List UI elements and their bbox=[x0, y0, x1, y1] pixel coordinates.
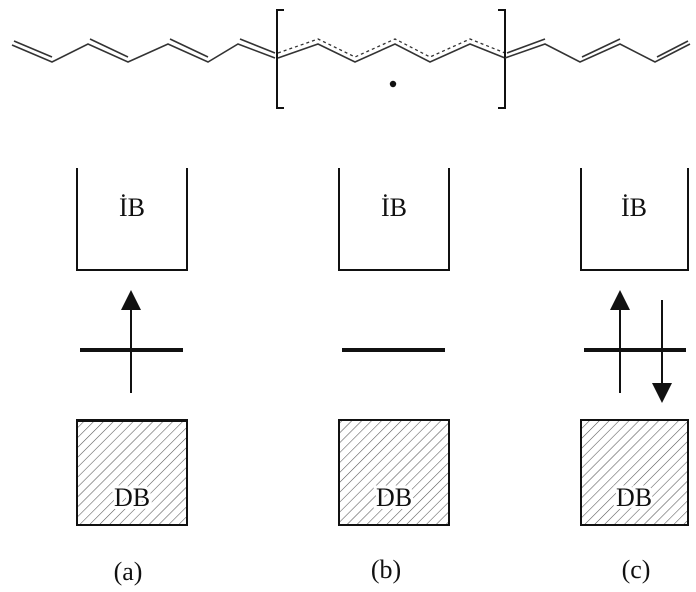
soliton-partial-bonds bbox=[277, 38, 506, 58]
panel-caption: (c) bbox=[622, 555, 651, 584]
conduction-band-box bbox=[338, 168, 450, 271]
double-bond bbox=[581, 38, 621, 58]
valence-band-label: DB bbox=[114, 483, 150, 512]
conduction-band-box bbox=[580, 168, 689, 271]
double-bond bbox=[506, 38, 546, 54]
double-bond bbox=[13, 40, 53, 58]
bracket-right bbox=[498, 9, 506, 109]
double-bond bbox=[239, 38, 276, 54]
panel-a: İB DB (a) bbox=[76, 168, 188, 586]
bracket-left bbox=[276, 9, 284, 109]
conduction-band-label: İB bbox=[119, 193, 145, 222]
valence-band-label: DB bbox=[616, 483, 652, 512]
valence-band-label: DB bbox=[376, 483, 412, 512]
double-bond bbox=[169, 38, 209, 58]
conduction-band-box bbox=[76, 168, 188, 271]
soliton-radical-dot bbox=[389, 80, 397, 88]
double-bond bbox=[656, 40, 689, 58]
soliton-backbone bbox=[277, 43, 506, 63]
chain-right-backbone bbox=[504, 43, 691, 63]
panel-b: İB DB (b) bbox=[338, 168, 450, 584]
double-bond bbox=[89, 38, 129, 58]
panel-caption: (a) bbox=[114, 557, 143, 586]
valence-band-box bbox=[76, 419, 188, 526]
valence-band-top-edge bbox=[77, 420, 187, 422]
polyacetylene-chain bbox=[11, 9, 691, 109]
valence-band-box bbox=[338, 419, 450, 526]
chain-left-backbone bbox=[11, 43, 276, 63]
panel-caption: (b) bbox=[371, 555, 401, 584]
valence-band-box bbox=[580, 419, 689, 526]
conduction-band-label: İB bbox=[381, 193, 407, 222]
conduction-band-label: İB bbox=[621, 193, 647, 222]
panel-c: İB DB (c) bbox=[580, 168, 689, 584]
